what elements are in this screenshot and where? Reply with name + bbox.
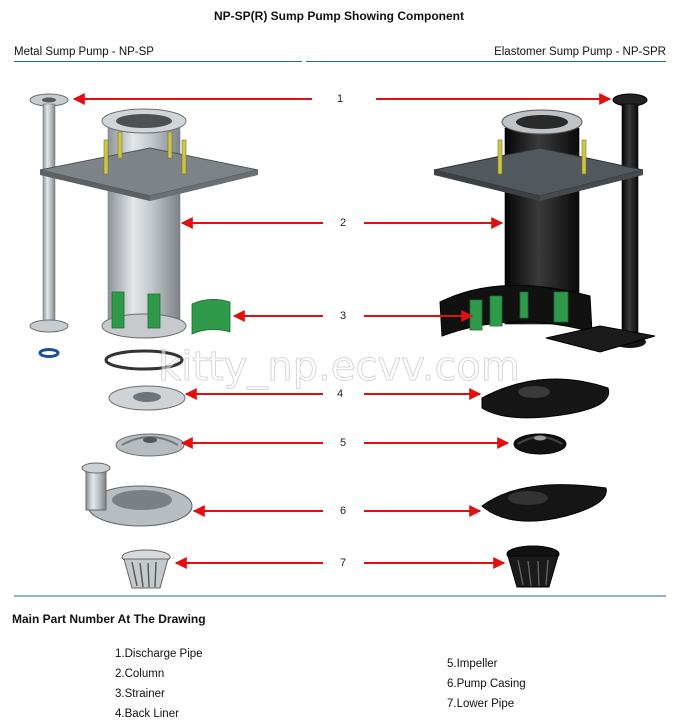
metal-column bbox=[101, 108, 187, 371]
elastomer-back-liner bbox=[481, 378, 610, 419]
left-header-rule bbox=[14, 61, 302, 62]
part-item: 4.Back Liner bbox=[115, 708, 179, 720]
callout-number: 4 bbox=[337, 388, 343, 400]
callout-number: 1 bbox=[337, 93, 343, 105]
part-item: 2.Column bbox=[115, 668, 165, 680]
metal-lower-strainer bbox=[121, 549, 171, 589]
metal-pump-casing bbox=[81, 462, 193, 527]
callout-number: 7 bbox=[340, 557, 346, 569]
parts-section-title: Main Part Number At The Drawing bbox=[12, 612, 206, 626]
metal-pump-label: Metal Sump Pump - NP-SP bbox=[14, 46, 154, 58]
pump-component-diagram: 1 2 3 4 5 6 7 kitty_np.ecvv.com bbox=[14, 93, 666, 597]
elastomer-pump-label: Elastomer Sump Pump - NP-SPR bbox=[494, 46, 666, 58]
part-item: 6.Pump Casing bbox=[447, 678, 526, 690]
elastomer-pump-casing bbox=[481, 484, 607, 522]
callout-number: 2 bbox=[340, 217, 346, 229]
part-item: 3.Strainer bbox=[115, 688, 165, 700]
part-item: 7.Lower Pipe bbox=[447, 698, 515, 710]
callout-number: 5 bbox=[340, 437, 346, 449]
metal-strainer-green bbox=[111, 291, 231, 335]
metal-back-liner bbox=[108, 385, 186, 411]
right-header-rule bbox=[306, 61, 666, 62]
part-item: 5.Impeller bbox=[447, 658, 498, 670]
elastomer-mounting-plate bbox=[433, 139, 644, 201]
metal-impeller bbox=[115, 433, 185, 457]
metal-discharge-pipe bbox=[29, 93, 69, 358]
elastomer-lower-strainer bbox=[506, 545, 560, 588]
part-item: 1.Discharge Pipe bbox=[115, 648, 203, 660]
callout-number: 3 bbox=[340, 310, 346, 322]
page-title: NP-SP(R) Sump Pump Showing Component bbox=[214, 9, 464, 23]
elastomer-impeller bbox=[513, 433, 567, 455]
elastomer-discharge-pipe bbox=[612, 93, 648, 348]
callout-number: 6 bbox=[340, 505, 346, 517]
metal-mounting-plate bbox=[39, 131, 259, 201]
watermark: kitty_np.ecvv.com bbox=[158, 344, 520, 390]
elastomer-lower-section bbox=[439, 284, 656, 353]
